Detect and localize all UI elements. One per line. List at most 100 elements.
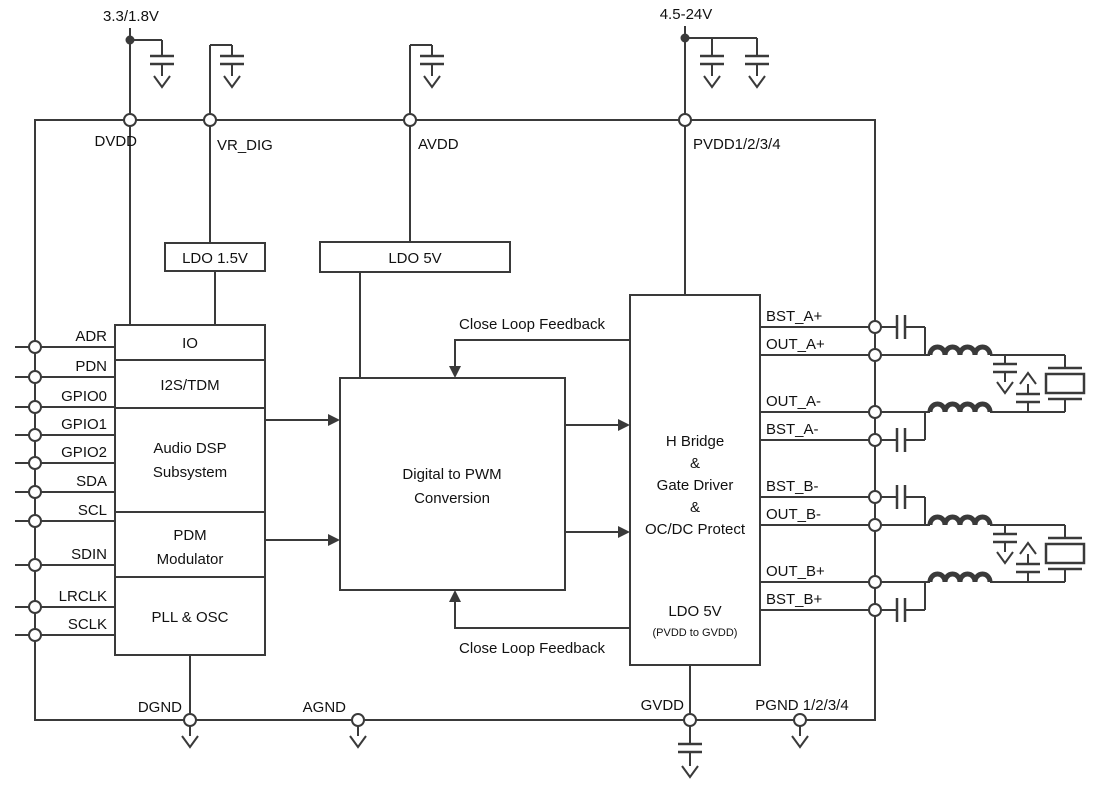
- ground-symbol: [1019, 371, 1037, 385]
- block-digital-column: [114, 324, 266, 656]
- arrow-icon: [328, 534, 340, 546]
- output-channel-a: [760, 315, 1086, 452]
- label-adr: ADR: [75, 328, 107, 345]
- speaker-load: [1044, 372, 1086, 395]
- junction-dot: [680, 33, 690, 43]
- speaker-load: [1044, 542, 1086, 565]
- ground-symbol: [748, 75, 766, 89]
- inductor: [927, 571, 993, 583]
- ground-symbol: [349, 735, 367, 749]
- output-channel-b: [760, 485, 1086, 622]
- label-ldo-1v5: LDO 1.5V: [182, 250, 248, 267]
- pin-agnd: [351, 713, 365, 727]
- label-i2s-tdm-block: I2S/TDM: [160, 377, 219, 394]
- arrowheads: [328, 366, 630, 602]
- label-hbridge-ldo-sub: (PVDD to GVDD): [653, 627, 738, 639]
- pin-sdin: [28, 558, 42, 572]
- arrow-icon: [618, 419, 630, 431]
- label-pdm-line1: PDM: [173, 527, 206, 544]
- junction-dot: [125, 35, 135, 45]
- label-bst-b-minus: BST_B-: [766, 478, 819, 495]
- label-audio-dsp-line2: Subsystem: [153, 464, 227, 481]
- label-out-a-minus: OUT_A-: [766, 393, 821, 410]
- label-sda: SDA: [76, 473, 107, 490]
- ground-symbol: [423, 75, 441, 89]
- label-bst-a-plus: BST_A+: [766, 308, 823, 325]
- pin-out-a-plus: [868, 348, 882, 362]
- label-bst-a-minus: BST_A-: [766, 421, 819, 438]
- label-dpwm-line1: Digital to PWM: [402, 466, 501, 483]
- pin-adr: [28, 340, 42, 354]
- pin-sclk: [28, 628, 42, 642]
- pin-vrdig: [203, 113, 217, 127]
- pin-gvdd: [683, 713, 697, 727]
- label-pgnd: PGND 1/2/3/4: [755, 697, 848, 714]
- label-hbridge-line1: H Bridge: [666, 433, 724, 450]
- ground-symbol: [223, 75, 241, 89]
- ground-symbol: [1019, 541, 1037, 555]
- pin-out-a-minus: [868, 405, 882, 419]
- label-gpio2: GPIO2: [61, 444, 107, 461]
- inductor: [927, 401, 993, 413]
- label-supply-power: 4.5-24V: [660, 6, 713, 23]
- label-gvdd: GVDD: [641, 697, 685, 714]
- label-gpio0: GPIO0: [61, 388, 107, 405]
- ground-symbol: [153, 75, 171, 89]
- pin-scl: [28, 514, 42, 528]
- label-pll-osc: PLL & OSC: [152, 609, 229, 626]
- pin-out-b-minus: [868, 518, 882, 532]
- pin-gpio1: [28, 428, 42, 442]
- inductor: [927, 344, 993, 356]
- pin-sda: [28, 485, 42, 499]
- block-ldo-1v5: [164, 242, 266, 272]
- pin-gpio0: [28, 400, 42, 414]
- arrow-icon: [618, 526, 630, 538]
- label-hbridge-line2: &: [690, 455, 700, 472]
- block-digital-to-pwm: [339, 377, 566, 591]
- avdd-cap-wire: [409, 44, 444, 120]
- label-pdm-line2: Modulator: [157, 551, 224, 568]
- arrow-icon: [449, 590, 461, 602]
- inductor: [927, 514, 993, 526]
- label-dvdd: DVDD: [94, 133, 137, 150]
- supply-3v3-wire: [129, 28, 174, 120]
- arrow-icon: [449, 366, 461, 378]
- pin-avdd: [403, 113, 417, 127]
- label-audio-dsp-line1: Audio DSP: [153, 440, 226, 457]
- label-lrclk: LRCLK: [59, 588, 107, 605]
- vrdig-cap-wire: [209, 44, 244, 120]
- label-hbridge-line3: Gate Driver: [657, 477, 734, 494]
- arrow-icon: [328, 414, 340, 426]
- pin-gpio2: [28, 456, 42, 470]
- label-io-block: IO: [182, 335, 198, 352]
- pin-pdn: [28, 370, 42, 384]
- label-vrdig: VR_DIG: [217, 137, 273, 154]
- label-out-b-minus: OUT_B-: [766, 506, 821, 523]
- label-bst-b-plus: BST_B+: [766, 591, 823, 608]
- pin-bst-b-minus: [868, 490, 882, 504]
- label-out-b-plus: OUT_B+: [766, 563, 825, 580]
- block-h-bridge: [629, 294, 761, 666]
- internal-supply-wires: [129, 120, 686, 378]
- label-pdn: PDN: [75, 358, 107, 375]
- label-hbridge-line5: OC/DC Protect: [645, 521, 746, 538]
- ground-symbol: [181, 735, 199, 749]
- bottom-pin-wires: [181, 655, 809, 779]
- label-out-a-plus: OUT_A+: [766, 336, 825, 353]
- pin-dgnd: [183, 713, 197, 727]
- pin-lrclk: [28, 600, 42, 614]
- wiring: [15, 26, 1086, 779]
- pin-bst-a-minus: [868, 433, 882, 447]
- label-sclk: SCLK: [68, 616, 107, 633]
- label-sdin: SDIN: [71, 546, 107, 563]
- ground-symbol: [791, 735, 809, 749]
- block-ldo-5v: [319, 241, 511, 273]
- label-agnd: AGND: [303, 699, 347, 716]
- pin-terminals: [28, 113, 882, 727]
- ground-symbol: [996, 551, 1014, 565]
- pin-pgnd: [793, 713, 807, 727]
- label-feedback-bottom: Close Loop Feedback: [459, 640, 605, 657]
- pin-pvdd: [678, 113, 692, 127]
